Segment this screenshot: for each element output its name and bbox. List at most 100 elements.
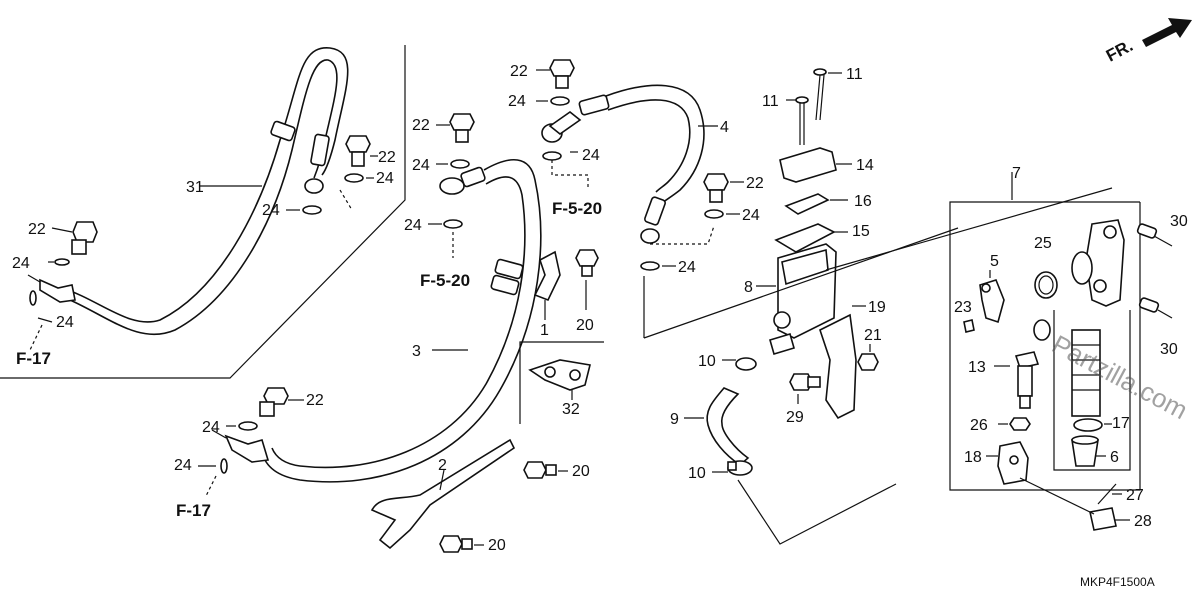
- label-22-f: 22: [746, 175, 764, 192]
- clamp-32[interactable]: [528, 359, 591, 391]
- label-9: 9: [670, 411, 679, 428]
- stay-2[interactable]: [370, 438, 516, 550]
- bolt-20-c[interactable]: [439, 535, 473, 553]
- clamp-32-frame: [519, 341, 604, 424]
- circlip-17[interactable]: [1073, 418, 1103, 432]
- label-20-c: 20: [488, 537, 506, 554]
- washer-24-h[interactable]: [220, 458, 228, 474]
- hose-4[interactable]: [541, 84, 705, 244]
- washer-24-b[interactable]: [29, 290, 37, 306]
- clip-28[interactable]: [1089, 507, 1117, 531]
- front-arrow-icon: [1142, 18, 1192, 47]
- clip-10-b[interactable]: [727, 460, 753, 476]
- bolt-30-a[interactable]: [1136, 223, 1173, 247]
- screw-23[interactable]: [963, 319, 975, 333]
- label-16: 16: [854, 193, 872, 210]
- label-3: 3: [412, 343, 421, 360]
- banjo-bolt-22-c[interactable]: [449, 113, 475, 143]
- label-24-j: 24: [582, 147, 600, 164]
- label-20-b: 20: [572, 463, 590, 480]
- label-24-b: 24: [56, 314, 74, 331]
- leader-box7-top: [643, 227, 959, 339]
- washer-24-i[interactable]: [550, 96, 570, 106]
- label-26: 26: [970, 417, 988, 434]
- bolt-20-b[interactable]: [523, 461, 557, 479]
- ref-f17-a: F-17: [16, 349, 51, 368]
- label-17: 17: [1112, 415, 1130, 432]
- label-11-b: 11: [762, 93, 779, 110]
- plate-16[interactable]: [784, 193, 830, 215]
- hose-31[interactable]: [27, 47, 349, 336]
- washer-24-d[interactable]: [302, 205, 322, 215]
- washer-24-a[interactable]: [54, 258, 70, 266]
- label-4: 4: [720, 119, 729, 136]
- label-19: 19: [868, 299, 886, 316]
- label-11-a: 11: [846, 66, 863, 83]
- leader-box7-bottom: [737, 479, 897, 545]
- label-24-d: 24: [262, 202, 280, 219]
- bracket-19[interactable]: [819, 313, 857, 420]
- label-6: 6: [1110, 449, 1119, 466]
- label-29: 29: [786, 409, 804, 426]
- banjo-bolt-22-e[interactable]: [549, 59, 575, 89]
- label-8: 8: [744, 279, 753, 296]
- ref-f17-b: F-17: [176, 501, 211, 520]
- joint-5[interactable]: [979, 279, 1005, 324]
- label-24-e: 24: [412, 157, 430, 174]
- pushrod-13[interactable]: [1014, 351, 1040, 409]
- washer-24-k[interactable]: [704, 209, 724, 219]
- front-indicator-label: FR.: [1103, 36, 1136, 66]
- label-32: 32: [562, 401, 580, 418]
- screw-11-a[interactable]: [813, 68, 827, 121]
- diagram-code: MKP4F1500A: [1080, 575, 1155, 589]
- screw-11-b[interactable]: [795, 96, 809, 145]
- pin-27[interactable]: [1097, 483, 1117, 505]
- banjo-bolt-22-f[interactable]: [703, 173, 729, 203]
- label-27: 27: [1126, 487, 1144, 504]
- bolt-21[interactable]: [857, 353, 879, 371]
- clamp-1[interactable]: [533, 250, 561, 302]
- clip-10-a[interactable]: [735, 357, 757, 371]
- washer-24-g[interactable]: [238, 421, 258, 431]
- label-30-b: 30: [1160, 341, 1178, 358]
- banjo-bolt-22-b[interactable]: [345, 135, 371, 167]
- label-22-a: 22: [28, 221, 46, 238]
- reservoir-cap-14[interactable]: [779, 147, 837, 183]
- label-2: 2: [438, 457, 447, 474]
- label-10-b: 10: [688, 465, 706, 482]
- label-24-l: 24: [678, 259, 696, 276]
- ref-f520-a: F-5-20: [552, 199, 602, 218]
- master-cylinder-8[interactable]: [769, 243, 837, 355]
- label-23: 23: [954, 299, 972, 316]
- label-21: 21: [864, 327, 882, 344]
- nut-26[interactable]: [1009, 417, 1031, 431]
- hose-9[interactable]: [706, 387, 750, 467]
- label-18: 18: [964, 449, 982, 466]
- label-24-h: 24: [174, 457, 192, 474]
- banjo-bolt-22-left[interactable]: [71, 221, 98, 255]
- label-10-a: 10: [698, 353, 716, 370]
- washer-24-e[interactable]: [450, 159, 470, 169]
- bolt-29[interactable]: [789, 373, 821, 391]
- label-24-g: 24: [202, 419, 220, 436]
- label-14: 14: [856, 157, 874, 174]
- label-24-c: 24: [376, 170, 394, 187]
- boot-6[interactable]: [1071, 435, 1099, 467]
- left-panel-frame: [0, 45, 406, 379]
- banjo-bolt-22-d[interactable]: [259, 387, 289, 417]
- label-15: 15: [852, 223, 870, 240]
- label-22-e: 22: [510, 63, 528, 80]
- bolt-20-a[interactable]: [575, 249, 599, 277]
- joint-18[interactable]: [997, 441, 1029, 485]
- cylinder-body[interactable]: [1071, 219, 1125, 307]
- hose-3[interactable]: [211, 158, 542, 483]
- washer-24-c[interactable]: [344, 173, 364, 183]
- spring-piston[interactable]: [1033, 319, 1101, 417]
- label-25: 25: [1034, 235, 1052, 252]
- washer-24-l[interactable]: [640, 261, 660, 271]
- washer-24-j[interactable]: [542, 151, 562, 161]
- label-7: 7: [1012, 165, 1021, 182]
- bolt-30-b[interactable]: [1138, 297, 1173, 319]
- washer-24-f[interactable]: [443, 219, 463, 229]
